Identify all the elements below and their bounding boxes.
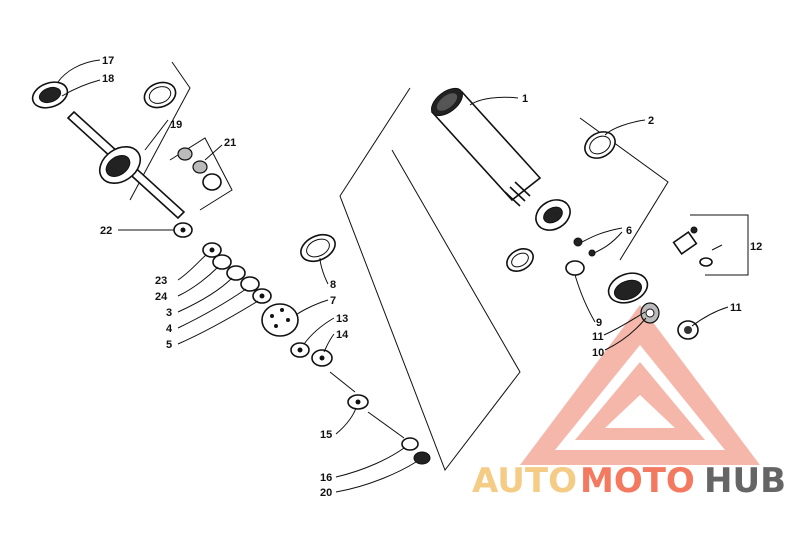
label-11-right: 11 [730, 302, 742, 314]
label-16: 16 [320, 472, 332, 484]
label-13: 13 [336, 313, 348, 325]
label-11-left: 11 [592, 331, 604, 343]
watermark-text: AUTO MOTO HUB [472, 461, 786, 501]
watermark-hub: HUB [704, 461, 786, 501]
leader-lines [57, 59, 729, 493]
part-labels: 1 2 6 12 11 9 11 10 17 18 19 21 22 23 24… [100, 55, 762, 499]
label-8: 8 [330, 279, 336, 291]
label-5: 5 [166, 339, 172, 351]
label-3: 3 [166, 307, 172, 319]
label-1: 1 [522, 93, 528, 105]
label-9: 9 [596, 317, 602, 329]
part-17-18-cap [31, 81, 177, 109]
part-21-bushings [177, 147, 222, 191]
label-12: 12 [750, 241, 762, 253]
label-19: 19 [170, 119, 182, 131]
label-22: 22 [100, 225, 112, 237]
label-24: 24 [155, 291, 168, 303]
label-23: 23 [155, 275, 167, 287]
label-7: 7 [330, 295, 336, 307]
label-15: 15 [320, 429, 332, 441]
label-18: 18 [102, 73, 114, 85]
watermark-auto: AUTO [472, 461, 577, 501]
label-10: 10 [592, 347, 604, 359]
watermark-logo [520, 305, 760, 465]
part-1-tube [430, 87, 542, 207]
label-4: 4 [166, 323, 173, 335]
label-6: 6 [626, 225, 632, 237]
part-19-shaft [66, 110, 186, 220]
part-2-seal [506, 131, 616, 272]
label-2: 2 [648, 115, 654, 127]
washer-stack [173, 222, 272, 304]
part-13-16-20-lower [290, 342, 431, 465]
label-17: 17 [102, 55, 114, 67]
watermark-moto: MOTO [580, 461, 695, 501]
label-21: 21 [224, 137, 236, 149]
part-7-8-piston [261, 233, 336, 337]
label-14: 14 [336, 329, 349, 341]
part-12-fitting [672, 226, 713, 267]
label-20: 20 [320, 487, 332, 499]
